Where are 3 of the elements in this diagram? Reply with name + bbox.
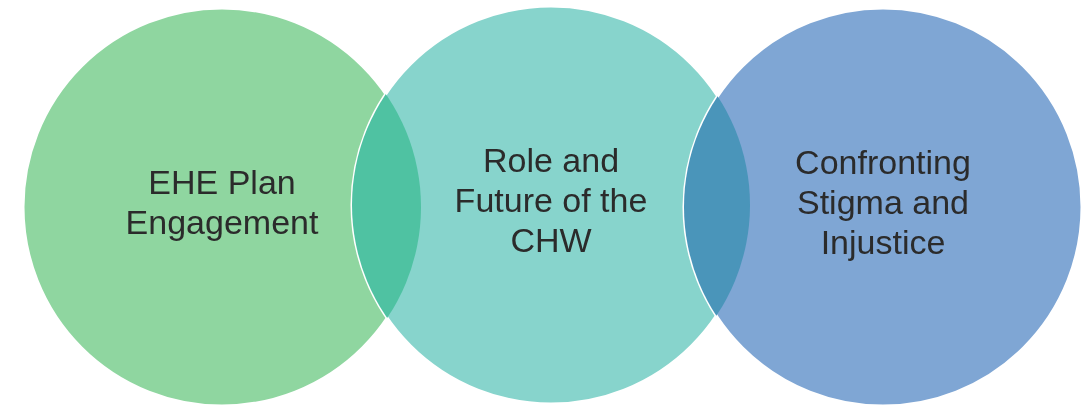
circle-label: Role and Future of the CHW	[453, 140, 649, 260]
circle-label: EHE Plan Engagement	[124, 162, 320, 242]
circle-label: Confronting Stigma and Injustice	[794, 142, 972, 262]
